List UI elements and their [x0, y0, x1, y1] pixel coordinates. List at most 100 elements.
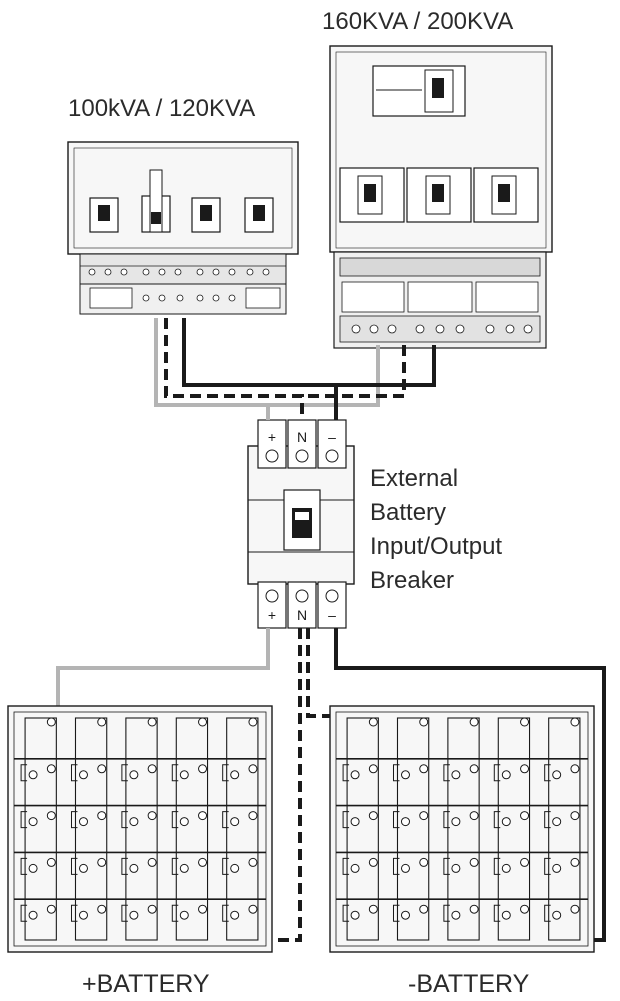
ups-small-breaker-switches	[89, 169, 274, 233]
battery-right-terminal	[469, 717, 479, 727]
battery-right-terminal	[451, 817, 461, 827]
battery-left-link	[222, 811, 229, 829]
breaker-label-line4: Breaker	[370, 567, 455, 594]
battery-right-link	[392, 857, 400, 875]
battery-left-terminal	[78, 770, 88, 780]
battery-left-cell-string	[74, 717, 108, 941]
battery-left-link	[70, 764, 78, 782]
battery-left-terminal	[147, 764, 157, 774]
battery-right-link	[392, 904, 400, 922]
battery-left-terminal	[198, 717, 208, 727]
battery-right-terminal	[520, 904, 530, 914]
battery-right-terminal	[368, 904, 378, 914]
battery-right-terminal	[350, 910, 360, 920]
battery-right-link	[493, 811, 501, 829]
battery-right-inner-frame	[335, 711, 589, 947]
battery-left-terminal	[198, 811, 208, 821]
battery-left-terminal	[248, 717, 258, 727]
battery-left-inner-frame	[13, 711, 267, 947]
battery-right-terminal	[400, 770, 410, 780]
battery-left-terminal	[129, 910, 139, 920]
battery-right-terminal	[501, 817, 511, 827]
battery-left-link	[171, 857, 179, 875]
battery-left-terminal	[97, 904, 107, 914]
battery-left-cell-string	[24, 717, 57, 941]
battery-right-terminal	[501, 770, 511, 780]
breaker-label-line2: Battery	[370, 499, 447, 526]
breaker-label-line1: External	[370, 465, 459, 492]
ups-large-breaker-switches	[339, 167, 539, 223]
battery-right-terminal	[570, 811, 580, 821]
battery-right-terminal	[552, 910, 562, 920]
battery-right-cell-string	[447, 717, 480, 941]
battery-left-terminal	[28, 770, 38, 780]
battery-left-terminal	[46, 764, 56, 774]
battery-left-terminal	[147, 904, 157, 914]
breaker-top-neutral: N	[297, 429, 307, 445]
battery-right-terminal	[570, 857, 580, 867]
battery-right-terminal	[419, 857, 429, 867]
breaker-bottom-minus: –	[328, 607, 336, 623]
ups-160-200-cabinet	[329, 45, 553, 349]
ups-large-label: 160KVA / 200KVA	[322, 8, 514, 35]
battery-left-terminal	[129, 817, 139, 827]
battery-left-terminal	[28, 817, 38, 827]
battery-left-terminal	[248, 904, 258, 914]
battery-positive-label: +BATTERY	[82, 970, 210, 998]
battery-right-terminal	[570, 717, 580, 727]
battery-left-terminal	[129, 863, 139, 873]
battery-right-terminal	[469, 904, 479, 914]
battery-right-link	[342, 811, 350, 829]
battery-left-terminal	[147, 717, 157, 727]
breaker-top-minus: –	[328, 429, 336, 445]
battery-left-terminal	[28, 910, 38, 920]
battery-left-terminal	[28, 863, 38, 873]
battery-right-link	[544, 857, 551, 875]
battery-right-terminal	[451, 910, 461, 920]
battery-left-terminal	[97, 811, 107, 821]
breaker-label-line3: Input/Output	[370, 533, 503, 560]
breaker-bottom-plus: +	[268, 607, 276, 623]
battery-left-link	[121, 811, 128, 829]
battery-right-link	[493, 764, 501, 782]
ups-large-main-switch	[372, 65, 466, 117]
battery-left-link	[20, 904, 28, 922]
battery-left-terminal	[46, 857, 56, 867]
battery-left-terminal	[129, 770, 139, 780]
battery-right-link	[342, 857, 350, 875]
ups-small-terminal-block	[79, 253, 287, 315]
battery-left-terminal	[179, 770, 189, 780]
battery-right-terminal	[501, 910, 511, 920]
battery-cabinet-positive	[7, 705, 273, 953]
battery-left-link	[222, 904, 229, 922]
battery-right-link	[493, 904, 501, 922]
battery-right-cell-string	[497, 717, 531, 941]
battery-right-terminal	[419, 904, 429, 914]
battery-left-terminal	[46, 717, 56, 727]
battery-left-link	[171, 811, 179, 829]
external-battery-breaker: + N – + N –	[247, 419, 355, 629]
battery-right-terminal	[552, 863, 562, 873]
battery-right-link	[443, 764, 450, 782]
battery-left-terminal	[179, 863, 189, 873]
battery-right-terminal	[520, 717, 530, 727]
battery-right-terminal	[451, 863, 461, 873]
battery-right-terminal	[469, 764, 479, 774]
battery-left-link	[70, 811, 78, 829]
battery-right-terminal	[501, 863, 511, 873]
ups-100-120-cabinet	[67, 141, 299, 315]
battery-left-link	[171, 764, 179, 782]
battery-left-cell-string	[125, 717, 158, 941]
battery-left-terminal	[248, 811, 258, 821]
battery-right-cell-string	[346, 717, 379, 941]
battery-left-cell-string	[226, 717, 259, 941]
battery-right-terminal	[419, 717, 429, 727]
battery-right-link	[493, 857, 501, 875]
battery-left-link	[121, 764, 128, 782]
battery-right-terminal	[520, 857, 530, 867]
battery-right-link	[443, 904, 450, 922]
battery-left-terminal	[97, 717, 107, 727]
battery-left-terminal	[198, 857, 208, 867]
battery-left-terminal	[147, 811, 157, 821]
battery-left-terminal	[97, 764, 107, 774]
